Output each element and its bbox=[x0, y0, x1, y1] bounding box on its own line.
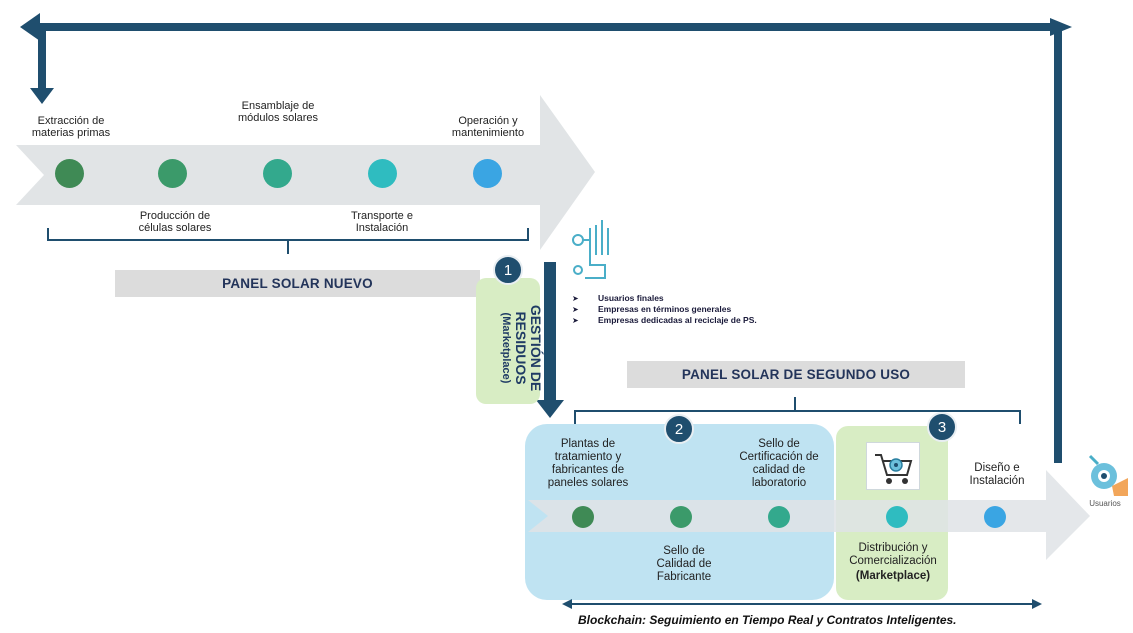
stage-dot-extraction bbox=[55, 159, 84, 188]
waste-management-box bbox=[476, 278, 540, 404]
stage-label-transport: Transporte e Instalación bbox=[351, 210, 413, 234]
banner-second-use-panel: PANEL SOLAR DE SEGUNDO USO bbox=[627, 361, 965, 388]
list-item: ➤Empresas en términos generales bbox=[572, 304, 732, 314]
recycling-machine-icon bbox=[572, 220, 609, 279]
waste-management-title: GESTIÓN DE RESIDUOS bbox=[513, 304, 544, 392]
stage-label-extraction: Extracción de materias primas bbox=[31, 115, 111, 139]
stage-dot-distribution bbox=[886, 506, 908, 528]
shopping-cart-icon bbox=[866, 442, 920, 490]
banner-new-panel: PANEL SOLAR NUEVO bbox=[115, 270, 480, 297]
list-item: ➤Usuarios finales bbox=[572, 293, 664, 303]
stage-dot-lab-certification bbox=[768, 506, 790, 528]
stage-dot-treatment bbox=[572, 506, 594, 528]
stage-dot-manufacturer-seal bbox=[670, 506, 692, 528]
users-label: Usuarios bbox=[1089, 499, 1121, 508]
stage-dot-operation bbox=[473, 159, 502, 188]
step-badge-2: 2 bbox=[664, 414, 694, 444]
stage-label-distribution: Distribución y Comercialización bbox=[849, 542, 937, 567]
step-badge-3: 3 bbox=[927, 412, 957, 442]
list-item: ➤Empresas dedicadas al reciclaje de PS. bbox=[572, 315, 757, 325]
stage-label-operation: Operación y mantenimiento bbox=[451, 115, 525, 139]
step-badge-1: 1 bbox=[493, 255, 523, 285]
waste-management-label: GESTIÓN DE RESIDUOS (Marketplace) bbox=[487, 285, 544, 411]
stage-dot-assembly bbox=[263, 159, 292, 188]
stage-label-treatment-plants: Plantas de tratamiento y fabricantes de … bbox=[547, 438, 629, 489]
blockchain-footer: Blockchain: Seguimiento en Tiempo Real y… bbox=[578, 613, 957, 627]
stage-dot-cell-production bbox=[158, 159, 187, 188]
stage-label-manufacturer-seal: Sello de Calidad de Fabricante bbox=[656, 545, 712, 583]
stage-label-lab-certification: Sello de Certificación de calidad de lab… bbox=[739, 438, 819, 489]
marketplace-label: (Marketplace) bbox=[855, 570, 931, 582]
stage-dot-transport bbox=[368, 159, 397, 188]
stage-label-cell-production: Producción de células solares bbox=[138, 210, 212, 234]
users-icon bbox=[1082, 450, 1130, 498]
waste-management-subtitle: (Marketplace) bbox=[500, 312, 512, 384]
stage-label-design-installation: Diseño e Instalación bbox=[969, 462, 1025, 487]
stage-label-assembly: Ensamblaje de módulos solares bbox=[237, 100, 319, 124]
stage-dot-design bbox=[984, 506, 1006, 528]
stakeholder-list: ➤Usuarios finales ➤Empresas en términos … bbox=[572, 293, 757, 326]
